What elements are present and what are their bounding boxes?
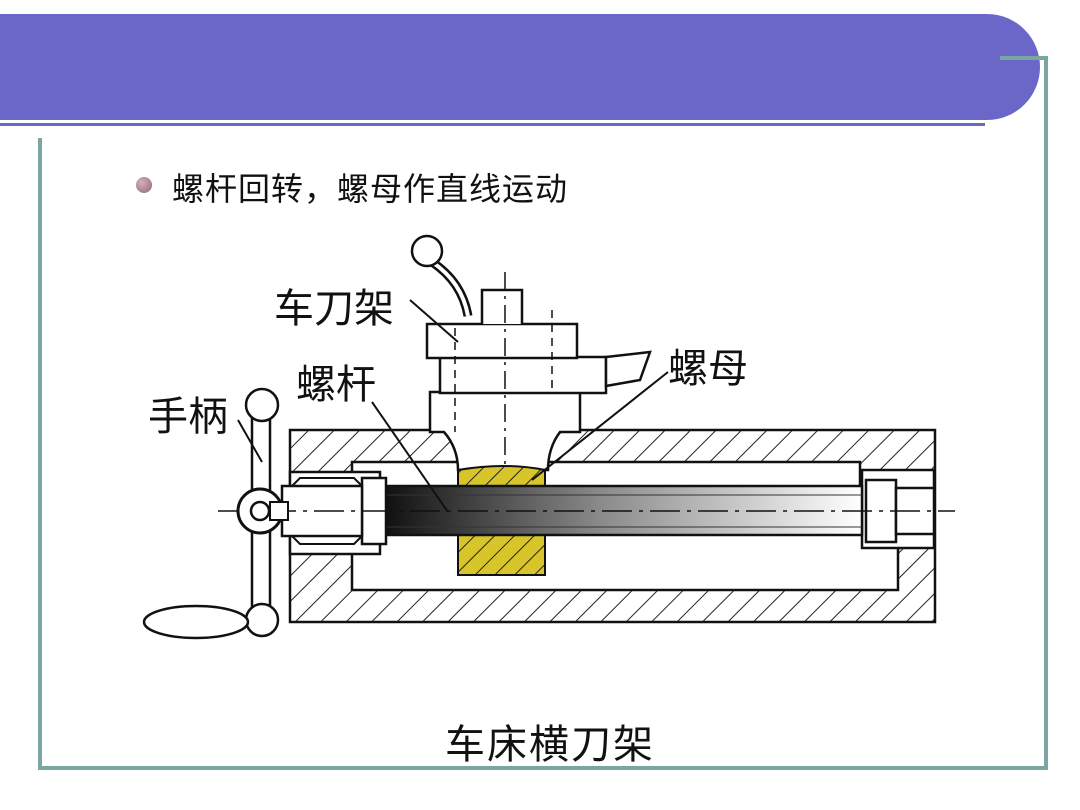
- label-handle: 手柄: [148, 394, 228, 440]
- leader-lines: [237, 299, 669, 513]
- label-nut: 螺母: [668, 346, 748, 392]
- crank-handle: [142, 387, 289, 640]
- frame-corner: [1000, 56, 1048, 60]
- title-underline: [0, 123, 985, 126]
- label-tool-post: 车刀架: [274, 286, 394, 332]
- lead-screw: [218, 476, 955, 546]
- slide-frame: [38, 138, 1048, 770]
- tool-post: [410, 234, 652, 472]
- bullet-icon: [136, 177, 152, 193]
- nut-section: [457, 465, 546, 576]
- diagram-caption: 车床横刀架: [445, 722, 655, 768]
- bullet-text: 螺杆回转，螺母作直线运动: [172, 170, 569, 208]
- title-bar: [0, 14, 1040, 120]
- label-screw: 螺杆: [296, 362, 376, 408]
- frame-corner-right: [1044, 56, 1048, 142]
